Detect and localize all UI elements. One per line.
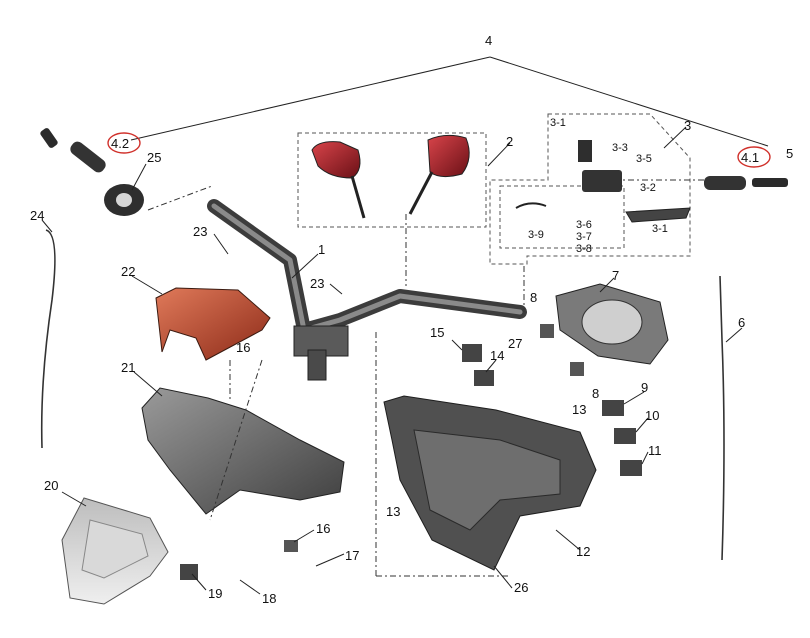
assembly-dash-lines — [147, 179, 704, 578]
label-23-mid: 23 — [310, 276, 324, 291]
label-16-bottom: 16 — [316, 521, 330, 536]
highlight-circle-4-1 — [737, 146, 771, 168]
label-19: 19 — [208, 586, 222, 601]
label-24: 24 — [30, 208, 44, 223]
label-12: 12 — [576, 544, 590, 559]
label-22: 22 — [121, 264, 135, 279]
switch-housing-part — [104, 184, 144, 216]
highlight-circle-4-2 — [107, 132, 141, 154]
label-9: 9 — [641, 380, 648, 395]
label-3-8: 3-8 — [576, 243, 592, 255]
label-20: 20 — [44, 478, 58, 493]
label-3-1-top: 3-1 — [550, 117, 566, 129]
mirror-right-part — [408, 134, 470, 215]
label-13-left: 13 — [386, 504, 400, 519]
part-labels: 4 4.2 25 4.1 5 2 3 3-1 3-3 3-5 3-2 3-6 3… — [30, 33, 793, 606]
label-18: 18 — [262, 591, 276, 606]
part-9 — [602, 400, 624, 416]
label-15: 15 — [430, 325, 444, 340]
label-4-1: 4.1 — [741, 150, 759, 165]
instrument-cluster-part — [555, 283, 669, 365]
label-leaders — [41, 126, 743, 595]
label-6: 6 — [738, 315, 745, 330]
label-26: 26 — [514, 580, 528, 595]
label-27: 27 — [508, 336, 522, 351]
part-8a — [540, 324, 554, 338]
label-23-top: 23 — [193, 224, 207, 239]
label-3-6: 3-6 — [576, 219, 592, 231]
label-10: 10 — [645, 408, 659, 423]
label-8-top: 8 — [530, 290, 537, 305]
left-grip-part — [40, 128, 106, 173]
part-15 — [462, 344, 482, 362]
label-3-3: 3-3 — [612, 142, 628, 154]
part-10 — [614, 428, 636, 444]
handlebar-part — [207, 199, 527, 381]
inner-cowl-part — [141, 387, 345, 515]
label-7: 7 — [612, 268, 619, 283]
label-3-7: 3-7 — [576, 231, 592, 243]
label-11: 11 — [648, 443, 662, 458]
label-3-1-bottom: 3-1 — [652, 223, 668, 235]
label-4-2: 4.2 — [111, 136, 129, 151]
label-17: 17 — [345, 548, 359, 563]
part-11 — [620, 460, 642, 476]
label-1: 1 — [318, 242, 325, 257]
front-fairing-part — [155, 287, 271, 361]
label-13-right: 13 — [572, 402, 586, 417]
mirror-left-part — [311, 141, 366, 219]
label-21: 21 — [121, 360, 135, 375]
part-14 — [474, 370, 494, 386]
label-3: 3 — [684, 118, 691, 133]
small-parts — [180, 324, 642, 580]
part-8b — [570, 362, 584, 376]
mirror-group-box — [297, 132, 487, 228]
label-16-top: 16 — [236, 340, 250, 355]
label-8-bottom: 8 — [592, 386, 599, 401]
mounting-bracket-part — [383, 395, 597, 571]
lever-assembly-part — [515, 140, 691, 223]
label-3-5: 3-5 — [636, 153, 652, 165]
right-grip-part — [704, 176, 788, 190]
assembly-4-leaders — [130, 56, 769, 147]
label-5: 5 — [786, 146, 793, 161]
part-16b — [284, 540, 298, 552]
label-2: 2 — [506, 134, 513, 149]
label-25: 25 — [147, 150, 161, 165]
cable-24-part — [40, 229, 56, 449]
lever-subgroup-box — [499, 185, 625, 249]
cable-6-part — [719, 275, 725, 561]
label-4: 4 — [485, 33, 492, 48]
label-14: 14 — [490, 348, 504, 363]
headlight-part — [61, 497, 169, 605]
label-3-9: 3-9 — [528, 229, 544, 241]
label-3-2: 3-2 — [640, 182, 656, 194]
